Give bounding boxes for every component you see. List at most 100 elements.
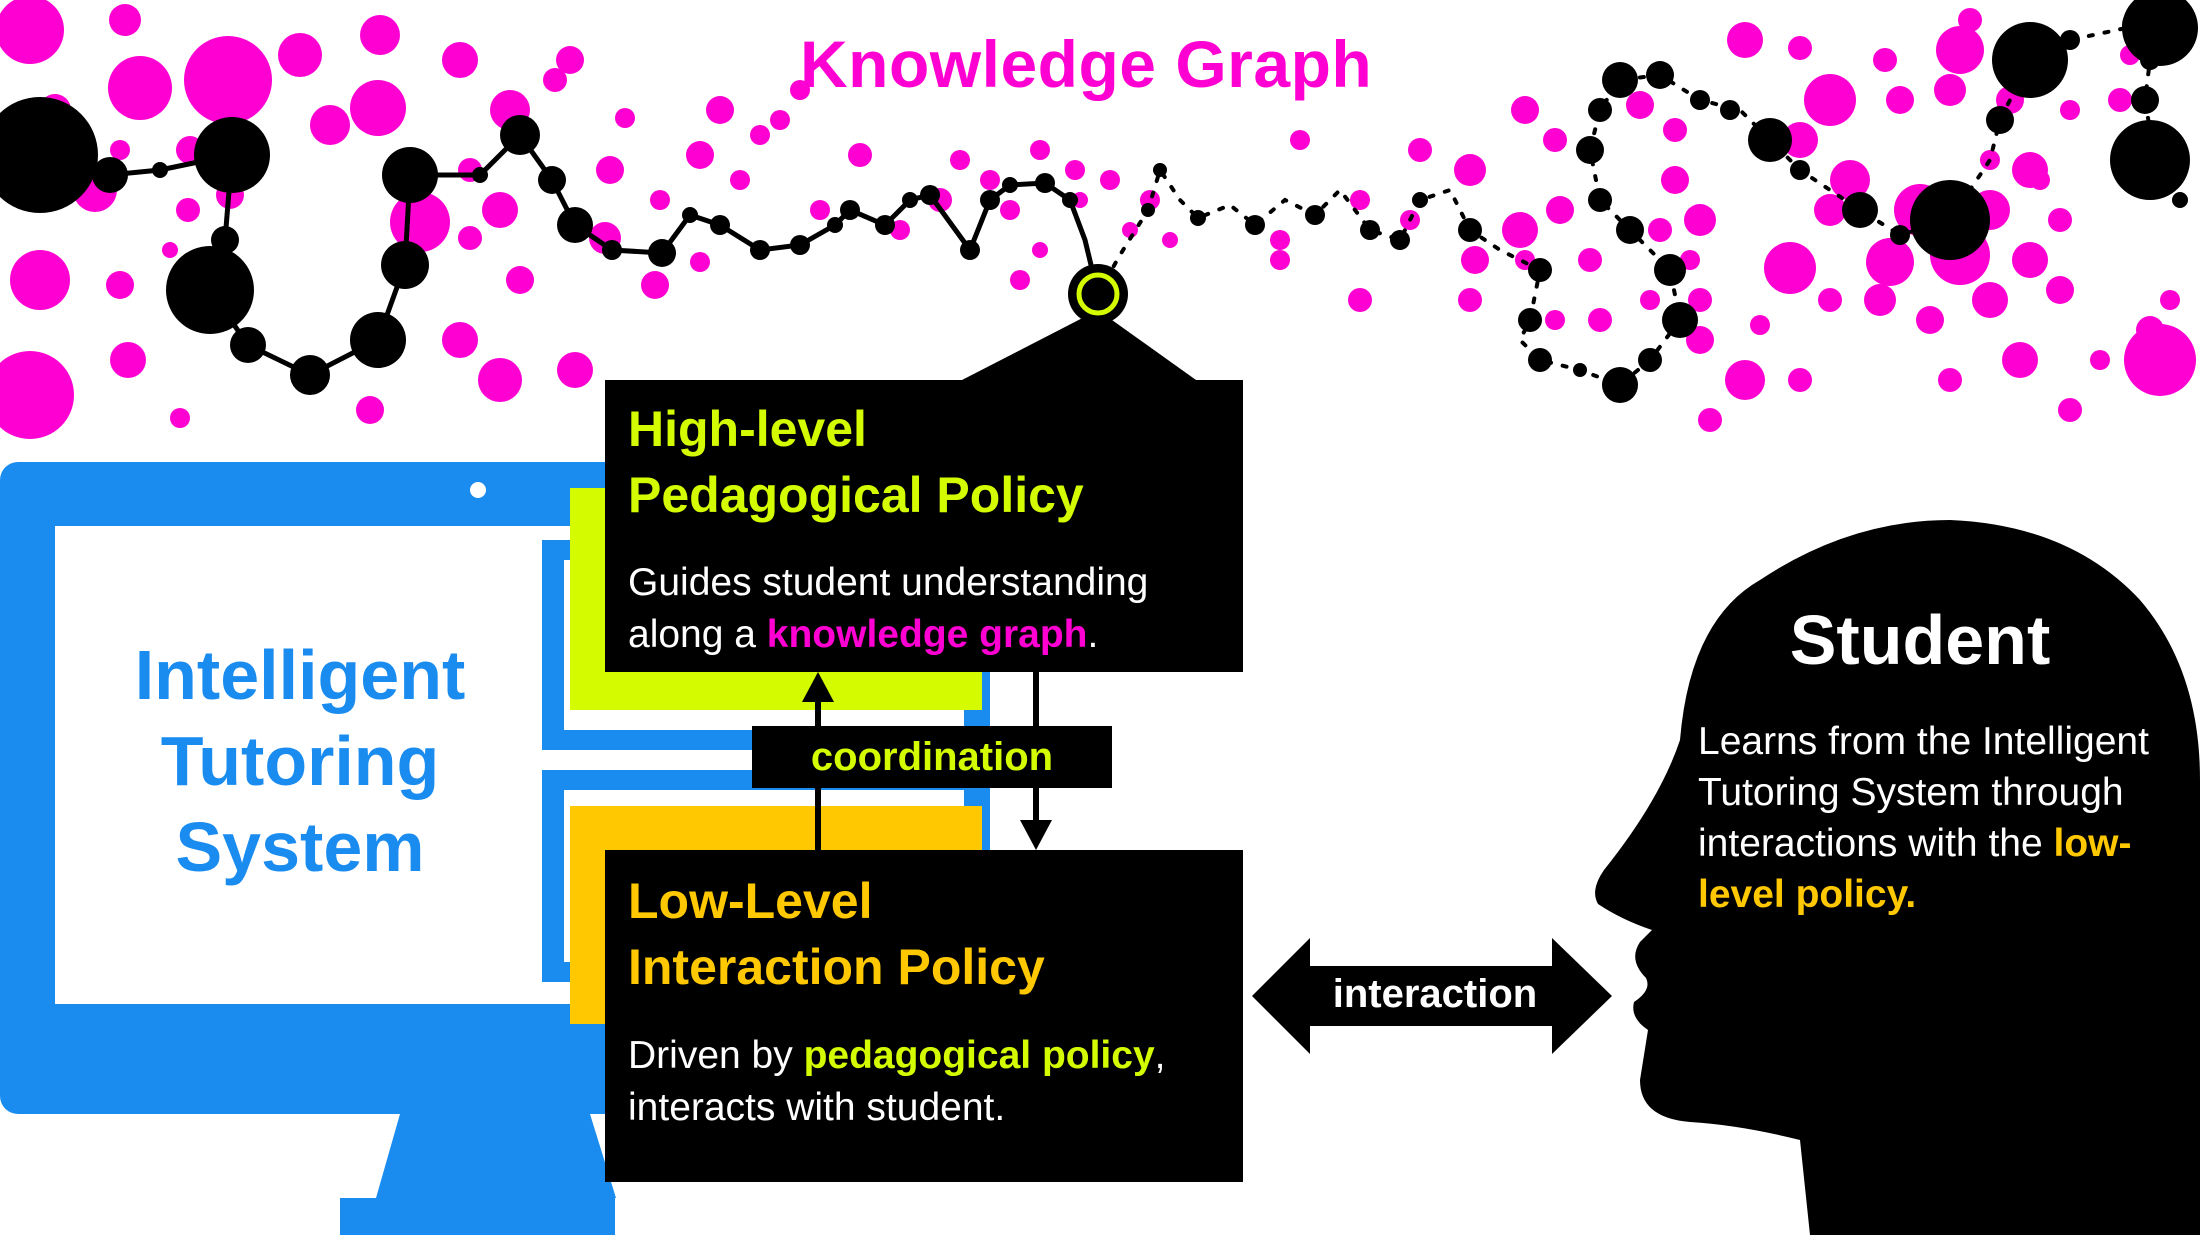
knowledge-node-black: [1992, 22, 2068, 98]
knowledge-node-pink: [2048, 208, 2072, 232]
knowledge-node-pink: [1032, 242, 1048, 258]
knowledge-node-black: [92, 157, 128, 193]
knowledge-node-pink: [1936, 26, 1984, 74]
knowledge-node-pink: [184, 36, 272, 124]
knowledge-node-black: [1245, 215, 1265, 235]
knowledge-node-black: [1588, 98, 1612, 122]
knowledge-node-pink: [1270, 250, 1290, 270]
knowledge-node-black: [2131, 86, 2159, 114]
knowledge-node-pink: [110, 342, 146, 378]
knowledge-node-pink: [1408, 138, 1432, 162]
knowledge-node-pink: [1578, 248, 1602, 272]
knowledge-node-black: [840, 200, 860, 220]
knowledge-node-pink: [1764, 242, 1816, 294]
student-head-silhouette: [1595, 520, 2200, 1235]
knowledge-node-pink: [1454, 154, 1486, 186]
knowledge-node-pink: [0, 0, 64, 64]
knowledge-node-pink: [1727, 22, 1763, 58]
knowledge-node-black: [1910, 180, 1990, 260]
knowledge-node-pink: [482, 192, 518, 228]
knowledge-node-black: [827, 217, 843, 233]
knowledge-node-pink: [1958, 8, 1982, 32]
knowledge-node-pink: [1934, 74, 1966, 106]
knowledge-node-pink: [1804, 74, 1856, 126]
knowledge-node-pink: [1065, 160, 1085, 180]
knowledge-node-black: [875, 215, 895, 235]
knowledge-node-black: [1573, 363, 1587, 377]
knowledge-node-pink: [1000, 200, 1020, 220]
knowledge-node-pink: [350, 80, 406, 136]
knowledge-node-black: [602, 240, 622, 260]
knowledge-node-black: [1890, 225, 1910, 245]
knowledge-node-pink: [170, 408, 190, 428]
knowledge-node-black: [1720, 100, 1740, 120]
knowledge-node-black: [960, 240, 980, 260]
knowledge-node-pink: [0, 351, 74, 439]
knowledge-node-pink: [1725, 360, 1765, 400]
knowledge-node-pink: [1461, 246, 1489, 274]
knowledge-node-pink: [356, 396, 384, 424]
knowledge-node-pink: [1626, 91, 1654, 119]
knowledge-node-black: [2110, 120, 2190, 200]
knowledge-node-black: [2060, 30, 2080, 50]
knowledge-node-pink: [108, 56, 172, 120]
knowledge-node-pink: [1511, 96, 1539, 124]
interaction-double-arrow: [1252, 938, 1612, 1054]
knowledge-node-pink: [310, 105, 350, 145]
knowledge-node-black: [0, 97, 98, 213]
knowledge-node-pink: [1648, 218, 1672, 242]
knowledge-node-black: [1588, 188, 1612, 212]
knowledge-node-pink: [730, 170, 750, 190]
knowledge-node-black: [1062, 192, 1078, 208]
knowledge-node-pink: [1886, 86, 1914, 114]
high-level-policy-title: High-level Pedagogical Policy: [628, 401, 1084, 523]
knowledge-node-pink: [1458, 288, 1482, 312]
student-title: Student: [1789, 601, 2051, 679]
knowledge-node-black: [1360, 220, 1380, 240]
knowledge-node-pink: [2124, 324, 2196, 396]
knowledge-node-pink: [690, 252, 710, 272]
knowledge-node-pink: [442, 42, 478, 78]
knowledge-node-pink: [1162, 232, 1178, 248]
knowledge-node-pink: [360, 15, 400, 55]
knowledge-node-pink: [278, 33, 322, 77]
knowledge-node-pink: [615, 108, 635, 128]
knowledge-node-pink: [1543, 128, 1567, 152]
knowledge-node-pink: [110, 140, 130, 160]
knowledge-node-pink: [641, 271, 669, 299]
knowledge-node-black: [920, 185, 940, 205]
knowledge-node-black: [1654, 254, 1686, 286]
knowledge-node-pink: [556, 46, 584, 74]
knowledge-node-pink: [1750, 315, 1770, 335]
knowledge-node-pink: [790, 80, 810, 100]
knowledge-node-black: [1646, 61, 1674, 89]
knowledge-node-pink: [109, 4, 141, 36]
knowledge-node-black: [750, 240, 770, 260]
knowledge-node-black: [902, 192, 918, 208]
knowledge-node-black: [1458, 218, 1482, 242]
knowledge-node-black: [472, 167, 488, 183]
knowledge-node-pink: [750, 125, 770, 145]
knowledge-node-pink: [1866, 238, 1914, 286]
knowledge-node-pink: [1588, 308, 1612, 332]
knowledge-node-pink: [810, 200, 830, 220]
knowledge-node-pink: [1545, 310, 1565, 330]
knowledge-node-pink: [2060, 100, 2080, 120]
knowledge-node-black: [1842, 192, 1878, 228]
knowledge-node-black: [1305, 205, 1325, 225]
knowledge-node-pink: [1830, 160, 1870, 200]
knowledge-node-black: [1638, 348, 1662, 372]
knowledge-node-pink: [1684, 204, 1716, 236]
knowledge-node-pink: [1688, 288, 1712, 312]
knowledge-node-black: [500, 115, 540, 155]
knowledge-node-black: [1616, 216, 1644, 244]
knowledge-node-black: [350, 312, 406, 368]
knowledge-node-black: [538, 166, 566, 194]
knowledge-node-pink: [1270, 230, 1290, 250]
knowledge-node-black: [194, 117, 270, 193]
knowledge-node-pink: [1290, 130, 1310, 150]
knowledge-node-black: [1153, 163, 1167, 177]
knowledge-node-black: [1528, 348, 1552, 372]
knowledge-node-pink: [2090, 350, 2110, 370]
knowledge-node-black: [1690, 90, 1710, 110]
